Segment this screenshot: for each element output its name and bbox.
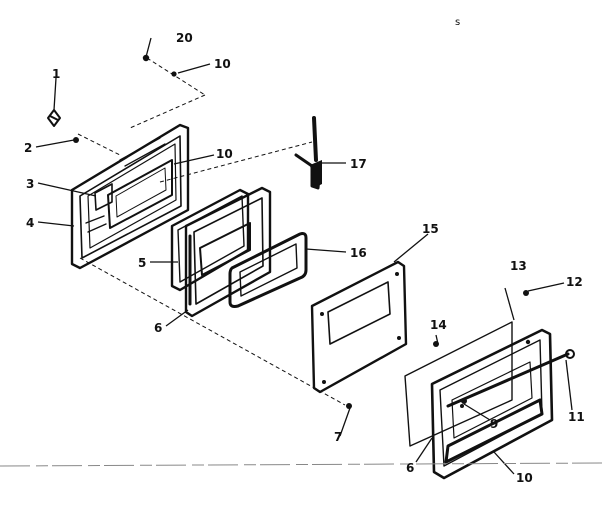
screw-part-10-top [171,71,177,77]
callout-10-c: 10 [516,471,533,485]
callout-16: 16 [350,246,367,260]
inner-panel-part-15 [310,260,408,394]
callout-2: 2 [24,141,32,155]
inner-liner-part-5 [170,188,250,292]
screw-part-20 [142,54,150,62]
screw-part-1 [47,109,61,127]
screw-part-7 [346,403,352,409]
callout-7: 7 [334,430,342,444]
gasket-part-16 [228,232,308,308]
callout-labels: 1 2 3 4 5 6 20 10 10 17 16 15 7 13 12 14… [24,17,585,485]
assembly-guide-lines [77,57,346,406]
callout-20: 20 [176,31,193,45]
callout-10-a: 10 [214,57,231,71]
trim-rod-part-11 [446,349,575,408]
callout-12: 12 [566,275,583,289]
outer-door-frame-part-10 [430,328,554,480]
corner-mark: s [455,17,460,28]
callout-6-a: 6 [154,321,162,335]
handle-bracket-part-17 [294,116,322,190]
callout-1: 1 [52,67,60,81]
callout-4: 4 [26,216,34,230]
callout-3: 3 [26,177,34,191]
callout-9: 9 [490,417,498,431]
callout-17: 17 [350,157,367,171]
scan-artifacts [0,462,608,467]
callout-11: 11 [568,410,585,424]
callout-14: 14 [430,318,447,332]
leader-lines [35,37,573,475]
outer-door-panel-part-4 [70,123,190,270]
callout-10-b: 10 [216,147,233,161]
callout-5: 5 [138,256,146,270]
callout-15: 15 [422,222,439,236]
callout-6-b: 6 [406,461,414,475]
callout-13: 13 [510,259,527,273]
screw-part-12 [523,290,529,296]
screw-part-2 [73,137,79,143]
